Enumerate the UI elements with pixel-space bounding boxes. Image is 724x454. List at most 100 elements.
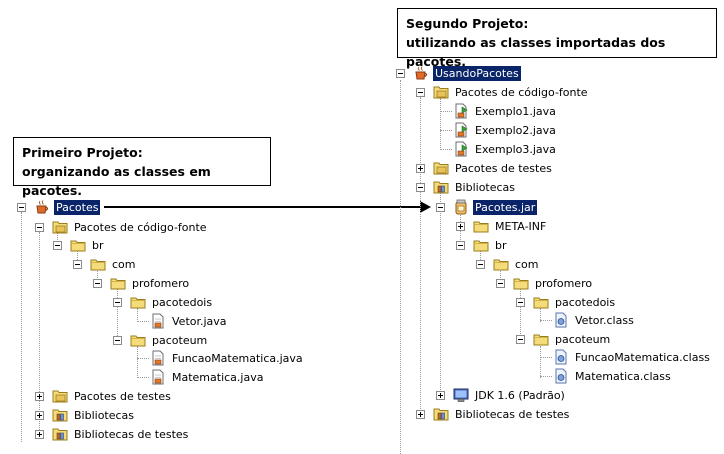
tree-node-project-usandopacotes[interactable]: UsandoPacotes [413, 64, 521, 82]
tree-node-profomero-right[interactable]: profomero [513, 274, 594, 292]
expander-com-right[interactable] [476, 260, 485, 269]
tree-node-exemplo3[interactable]: Exemplo3.java [453, 140, 558, 158]
folder-icon [513, 275, 529, 291]
package-folder-icon [433, 84, 449, 100]
expander-pacotes-jar[interactable] [436, 203, 445, 212]
node-label: Pacotes [54, 199, 101, 215]
node-label: pacotedois [555, 295, 616, 309]
tree-node-exemplo2[interactable]: Exemplo2.java [453, 121, 558, 139]
tree-node-meta-inf[interactable]: META-INF [473, 217, 548, 235]
expander-jdk[interactable] [436, 391, 445, 400]
expander-com[interactable] [73, 260, 82, 269]
runnable-java-file-icon [453, 103, 469, 119]
callout-segundo-projeto: Segundo Projeto: utilizando as classes i… [397, 8, 717, 69]
node-label: Bibliotecas de testes [74, 427, 189, 441]
library-folder-icon [433, 406, 449, 422]
node-label: profomero [535, 276, 593, 290]
node-label: Vetor.class [575, 313, 634, 327]
node-label: com [515, 257, 539, 271]
node-label: META-INF [495, 219, 547, 233]
node-label: pacoteum [152, 333, 208, 347]
node-label: Pacotes de testes [455, 161, 552, 175]
node-label: FuncaoMatematica.java [172, 351, 303, 365]
connector-arrow [104, 206, 420, 208]
node-label: pacoteum [555, 332, 611, 346]
tree-node-pacotedois[interactable]: pacotedois [130, 293, 214, 311]
tree-node-vetor-java[interactable]: Vetor.java [150, 312, 229, 330]
tree-node-source-packages[interactable]: Pacotes de código-fonte [52, 218, 209, 236]
node-label: profomero [132, 276, 190, 290]
tree-node-pacotes-jar[interactable]: Pacotes.jar [453, 198, 538, 216]
node-label: JDK 1.6 (Padrão) [475, 388, 565, 402]
tree-node-pacotedois-right[interactable]: pacotedois [533, 293, 617, 311]
tree-node-br-right[interactable]: br [473, 236, 509, 254]
callout-right-line2: utilizando as classes importadas dos pac… [406, 35, 666, 69]
tree-node-test-packages[interactable]: Pacotes de testes [52, 387, 173, 405]
tree-node-funcao-class[interactable]: FuncaoMatematica.class [553, 348, 712, 366]
expander-source-packages-right[interactable] [416, 88, 425, 97]
tree-node-com[interactable]: com [90, 255, 138, 273]
expander-br[interactable] [53, 241, 62, 250]
expander-pacotes[interactable] [17, 203, 26, 212]
node-label: UsandoPacotes [433, 65, 521, 81]
class-file-icon [553, 368, 569, 384]
callout-primeiro-projeto: Primeiro Projeto: organizando as classes… [13, 137, 271, 198]
tree-node-exemplo1[interactable]: Exemplo1.java [453, 102, 558, 120]
tree-node-source-packages-right[interactable]: Pacotes de código-fonte [433, 83, 590, 101]
tree-node-pacoteum[interactable]: pacoteum [130, 331, 209, 349]
node-label: Pacotes de código-fonte [455, 85, 588, 99]
expander-pacotedois-right[interactable] [516, 298, 525, 307]
tree-node-libraries-right[interactable]: Bibliotecas [433, 178, 517, 196]
expander-usandopacotes[interactable] [396, 69, 405, 78]
expander-libraries[interactable] [35, 411, 44, 420]
node-label: Matematica.class [575, 369, 671, 383]
expander-pacoteum[interactable] [113, 336, 122, 345]
tree-node-libraries[interactable]: Bibliotecas [52, 406, 136, 424]
folder-icon [533, 331, 549, 347]
node-label: FuncaoMatematica.class [575, 350, 710, 364]
expander-meta-inf[interactable] [456, 222, 465, 231]
tree-node-profomero[interactable]: profomero [110, 274, 191, 292]
node-label: Pacotes de testes [74, 389, 171, 403]
expander-profomero[interactable] [93, 279, 102, 288]
expander-test-libraries-right[interactable] [416, 410, 425, 419]
node-label: com [112, 257, 136, 271]
folder-icon [493, 256, 509, 272]
expander-test-packages[interactable] [35, 392, 44, 401]
tree-node-test-libraries[interactable]: Bibliotecas de testes [52, 425, 190, 443]
expander-test-libraries[interactable] [35, 430, 44, 439]
callout-left-line1: Primeiro Projeto: [22, 145, 143, 160]
tree-node-vetor-class[interactable]: Vetor.class [553, 311, 636, 329]
tree-node-test-packages-right[interactable]: Pacotes de testes [433, 159, 554, 177]
tree-node-com-right[interactable]: com [493, 255, 541, 273]
tree-node-project-pacotes[interactable]: Pacotes [34, 198, 101, 216]
node-label: Exemplo2.java [475, 123, 556, 137]
expander-br-right[interactable] [456, 241, 465, 250]
runnable-java-file-icon [453, 122, 469, 138]
arrowhead-icon [420, 201, 431, 213]
runnable-java-file-icon [453, 141, 469, 157]
tree-node-matematica-class[interactable]: Matematica.class [553, 367, 673, 385]
folder-icon [533, 294, 549, 310]
node-label: Pacotes de código-fonte [74, 220, 207, 234]
folder-icon [473, 218, 489, 234]
tree-node-pacoteum-right[interactable]: pacoteum [533, 330, 612, 348]
tree-node-funcao-java[interactable]: FuncaoMatematica.java [150, 349, 305, 367]
tree-node-matematica-java[interactable]: Matematica.java [150, 368, 265, 386]
jdk-monitor-icon [453, 387, 469, 403]
callout-right-line1: Segundo Projeto: [406, 16, 529, 31]
node-label: br [495, 238, 507, 252]
tree-node-test-libraries-right[interactable]: Bibliotecas de testes [433, 405, 571, 423]
expander-source-packages[interactable] [35, 223, 44, 232]
expander-profomero-right[interactable] [496, 279, 505, 288]
tree-node-jdk[interactable]: JDK 1.6 (Padrão) [453, 386, 567, 404]
expander-pacotedois[interactable] [113, 298, 122, 307]
expander-test-packages-right[interactable] [416, 164, 425, 173]
node-label: Bibliotecas [74, 408, 135, 422]
expander-libraries-right[interactable] [416, 183, 425, 192]
expander-pacoteum-right[interactable] [516, 335, 525, 344]
node-label: Matematica.java [172, 370, 264, 384]
tree-node-br[interactable]: br [70, 236, 106, 254]
